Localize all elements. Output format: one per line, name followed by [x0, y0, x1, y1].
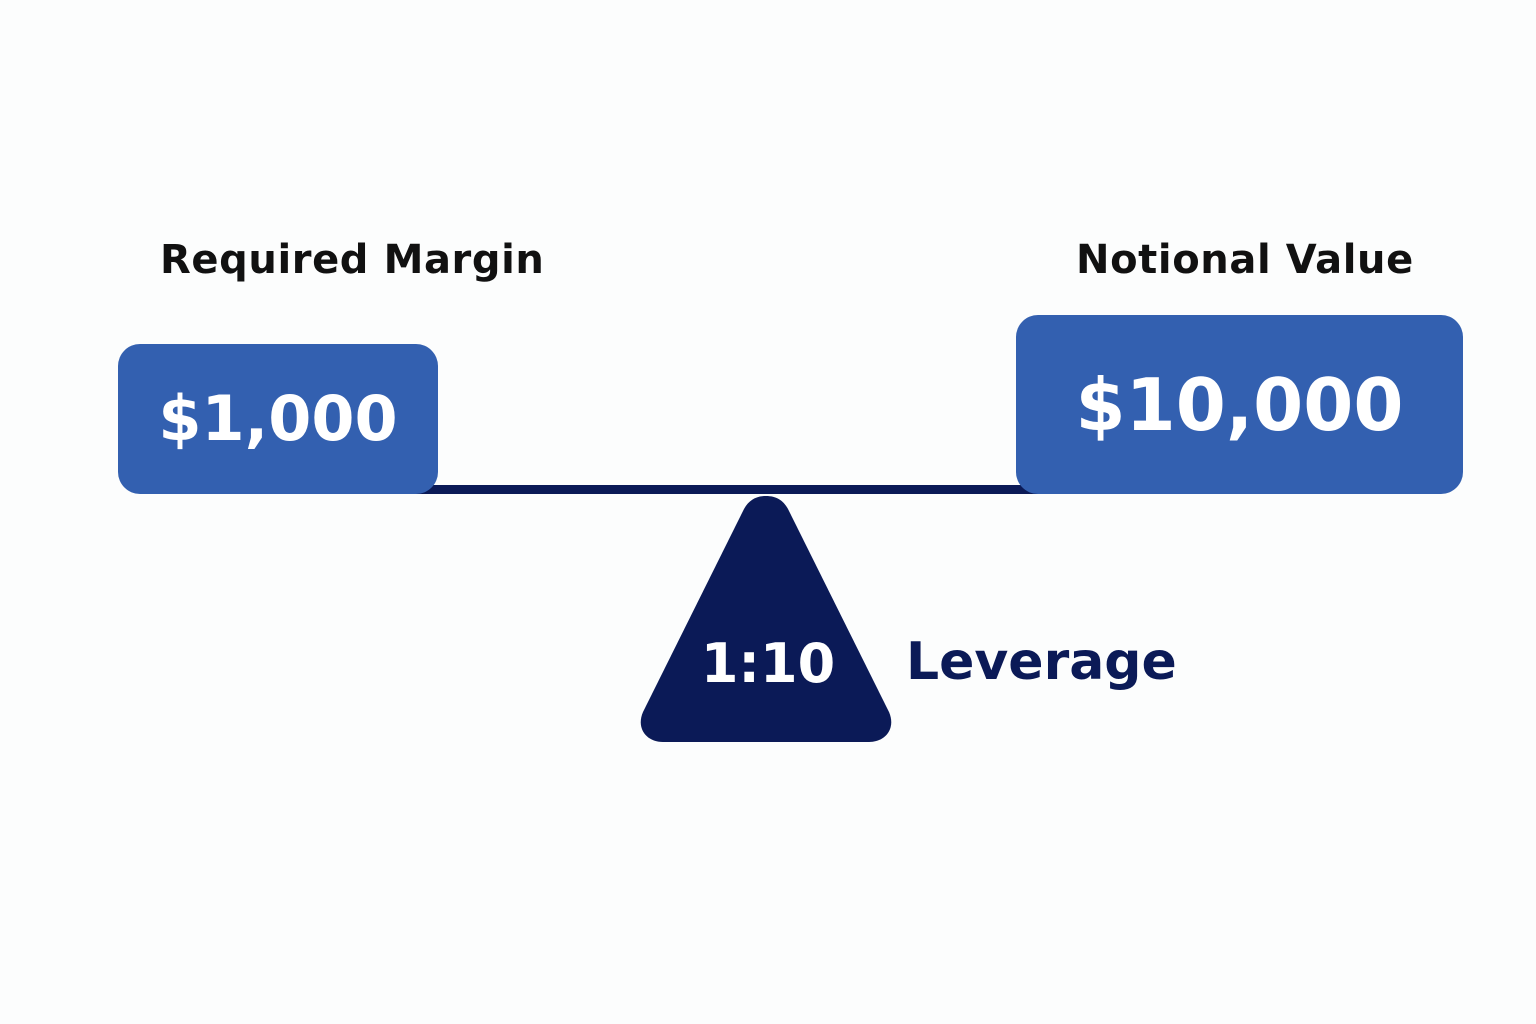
required-margin-label: Required Margin — [160, 237, 545, 283]
leverage-label: Leverage — [906, 632, 1177, 692]
leverage-ratio: 1:10 — [700, 632, 836, 695]
required-margin-box: $1,000 — [118, 344, 438, 494]
fulcrum-triangle — [640, 496, 892, 742]
required-margin-value: $1,000 — [158, 382, 398, 455]
fulcrum-shape — [640, 496, 892, 742]
balance-beam — [390, 485, 1080, 494]
notional-value-box: $10,000 — [1016, 315, 1463, 494]
notional-value-value: $10,000 — [1075, 362, 1404, 447]
notional-value-label: Notional Value — [1076, 237, 1414, 283]
